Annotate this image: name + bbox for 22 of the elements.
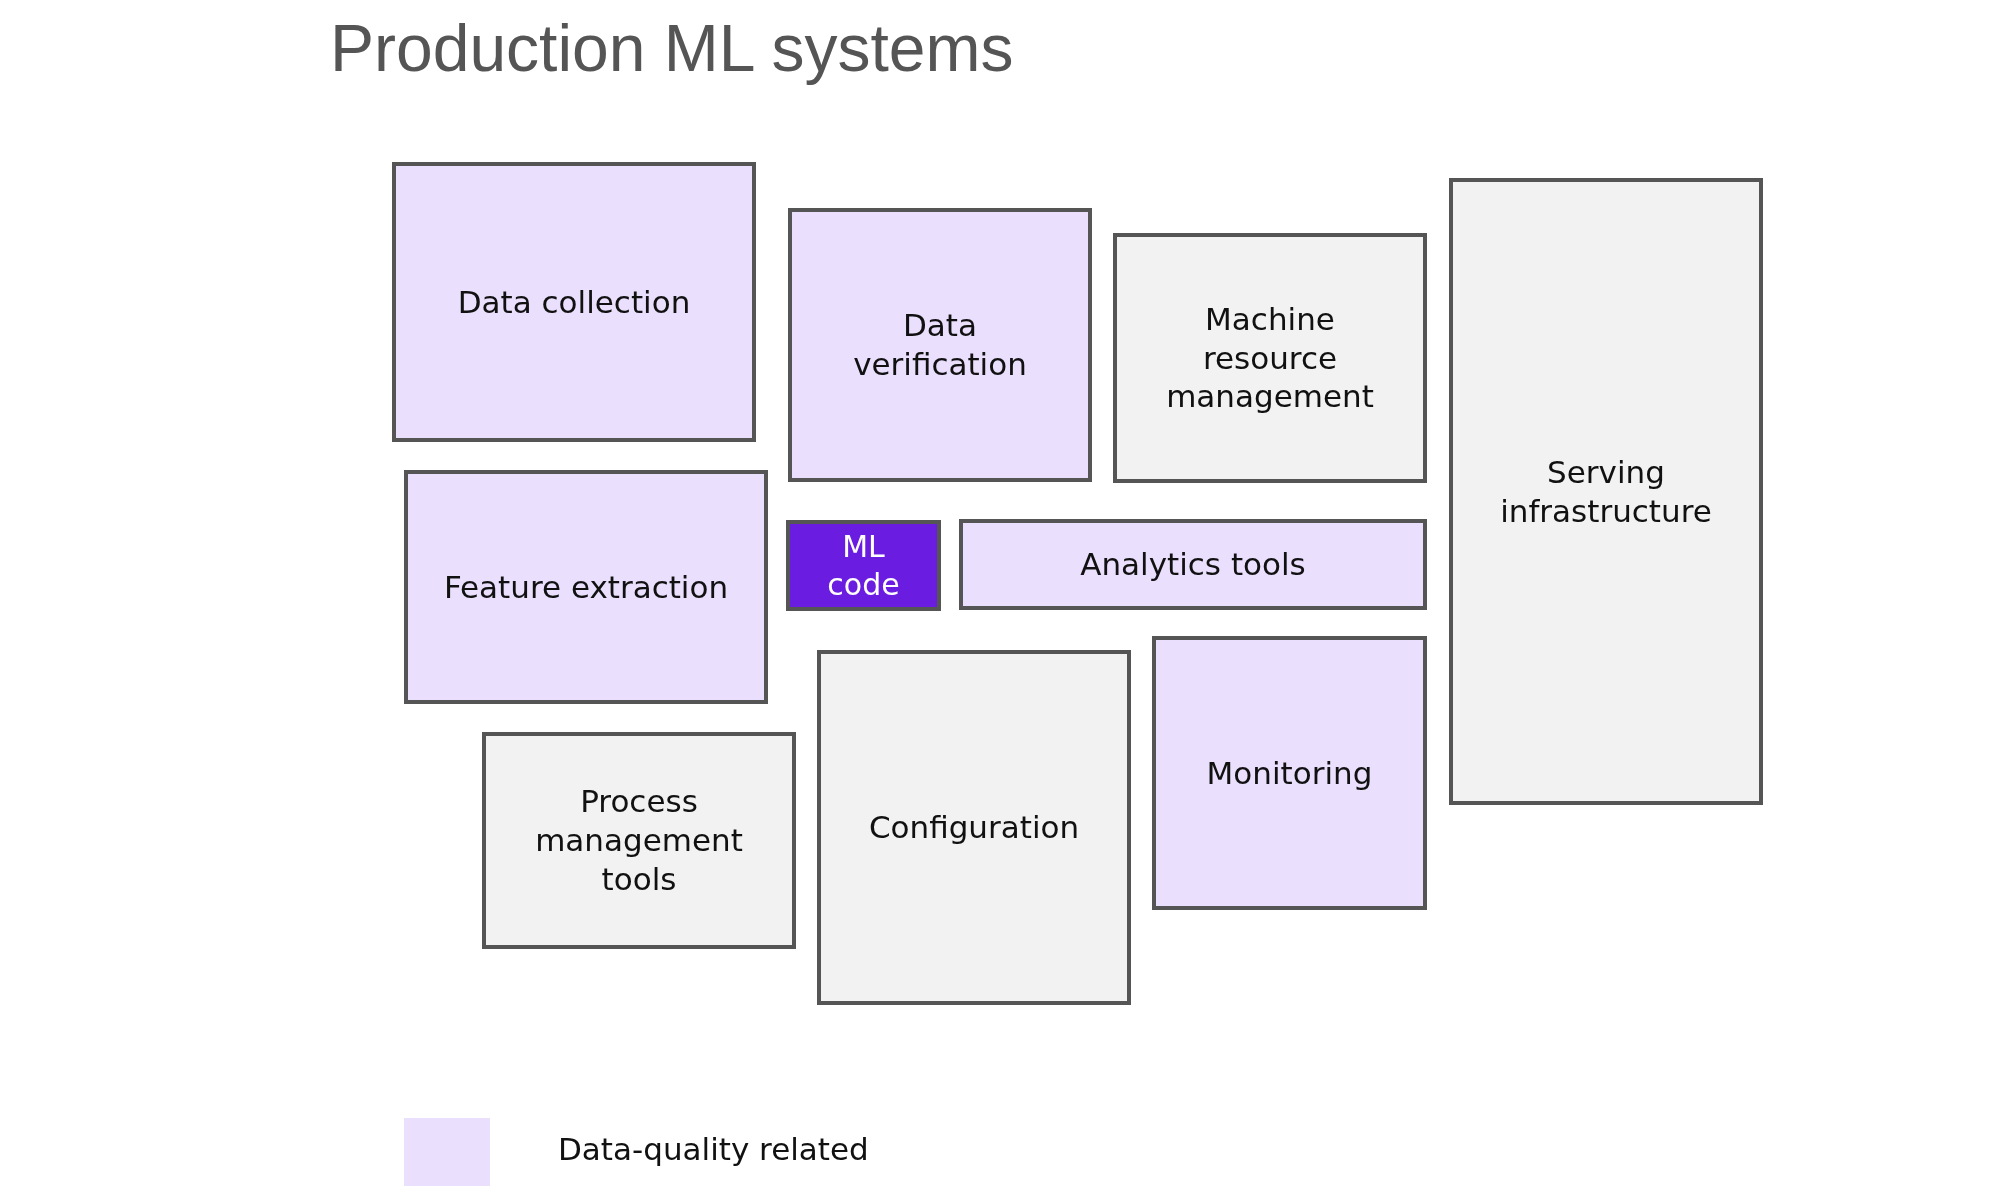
component-box — [959, 519, 1427, 610]
box-label: Serving infrastructure — [1499, 452, 1713, 531]
component-box — [1152, 636, 1427, 910]
component-box — [1449, 178, 1763, 805]
box-label: Process management tools — [534, 782, 744, 899]
box-label: Data collection — [456, 282, 692, 322]
box-label: Data verification — [852, 306, 1028, 384]
box-label: Analytics tools — [1079, 545, 1307, 584]
component-box — [392, 162, 756, 442]
component-box — [482, 732, 796, 949]
component-box — [817, 650, 1131, 1005]
box-label: Machine resource management — [1165, 299, 1375, 417]
box-label: Monitoring — [1205, 753, 1374, 793]
component-box — [404, 470, 768, 704]
component-box — [788, 208, 1092, 482]
diagram-title: Production ML systems — [330, 10, 1014, 86]
box-label: Configuration — [867, 808, 1081, 847]
component-box — [1113, 233, 1427, 483]
highlighted-box — [786, 520, 941, 611]
legend-label: Data-quality related — [558, 1131, 869, 1167]
box-label: Feature extraction — [442, 567, 730, 607]
box-label: ML code — [826, 528, 901, 603]
